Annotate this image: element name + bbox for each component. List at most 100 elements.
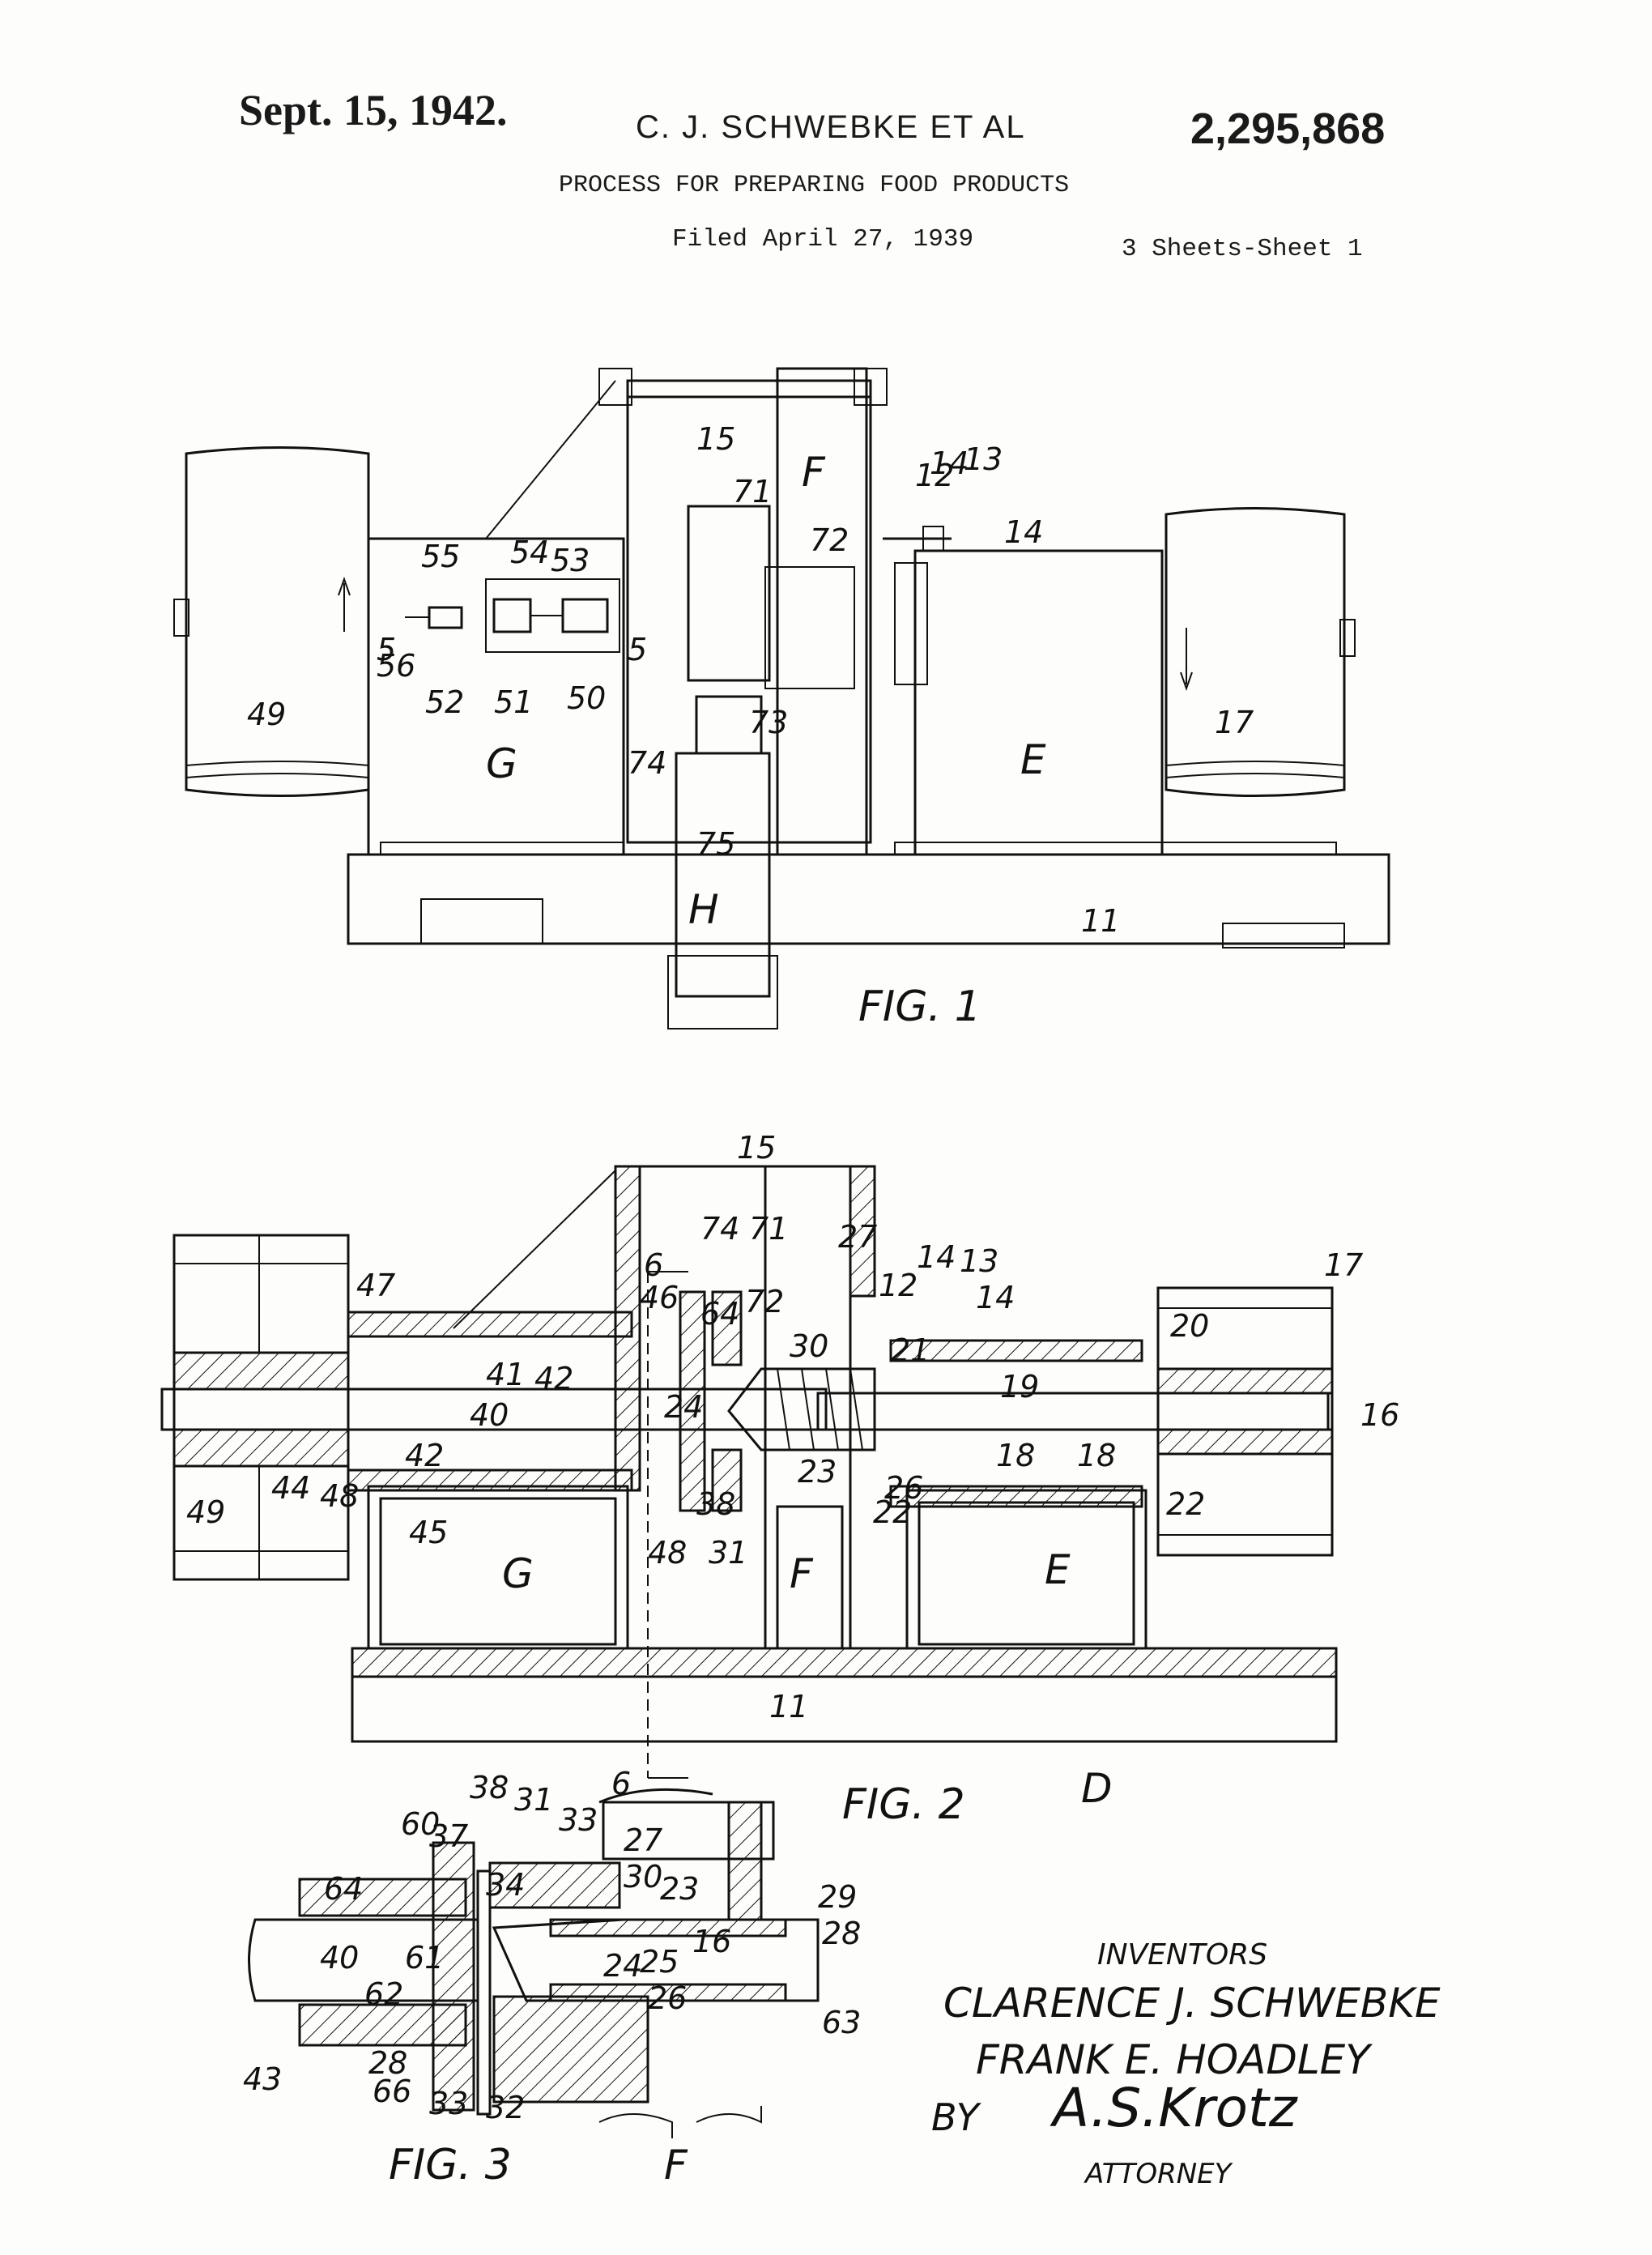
part-label: 31: [709, 1535, 747, 1571]
part-label: F: [664, 2142, 688, 2189]
part-label: 43: [243, 2061, 282, 2097]
part-label: 48: [648, 1535, 687, 1571]
part-label: 45: [409, 1515, 448, 1550]
part-label: 18: [996, 1438, 1035, 1473]
part-label: 26: [884, 1470, 923, 1506]
part-label: E: [1045, 1546, 1071, 1593]
part-label: 38: [696, 1486, 735, 1522]
part-label: D: [1081, 1765, 1113, 1812]
part-label: 25: [640, 1944, 679, 1980]
patent-title: PROCESS FOR PREPARING FOOD PRODUCTS: [559, 172, 1070, 199]
part-label: 42: [534, 1361, 573, 1396]
part-label: 19: [1000, 1369, 1039, 1405]
part-label: 18: [1077, 1438, 1116, 1473]
part-label: 75: [696, 826, 735, 862]
part-label: 24: [664, 1389, 703, 1425]
part-label: 16: [692, 1924, 731, 1959]
part-label: 71: [749, 1211, 788, 1247]
filed-date: Filed April 27, 1939: [672, 225, 974, 254]
part-label: 11: [1081, 903, 1120, 939]
part-label: E: [1020, 736, 1046, 783]
part-label: 41: [486, 1357, 525, 1392]
inventor-line: C. J. SCHWEBKE ET AL: [636, 109, 1026, 145]
by-label: BY: [931, 2095, 982, 2139]
part-label: 54: [510, 535, 549, 570]
part-label: 72: [810, 522, 849, 558]
part-label: 40: [470, 1397, 509, 1433]
part-label: 16: [1360, 1397, 1399, 1433]
part-label: 48: [320, 1478, 359, 1514]
inventors-heading: INVENTORS: [1097, 1938, 1267, 1972]
part-label: 30: [624, 1859, 662, 1895]
figure-3: [248, 1788, 820, 2138]
part-label: 50: [567, 680, 606, 716]
part-label: 17: [1215, 705, 1254, 740]
part-label: 51: [494, 684, 533, 720]
part-label: 46: [640, 1280, 679, 1315]
sheet-count: 3 Sheets-Sheet 1: [1122, 235, 1363, 263]
part-label: 27: [838, 1219, 877, 1255]
attorney-label: ATTORNEY: [1084, 2158, 1233, 2190]
part-label: 12: [879, 1268, 918, 1303]
part-label: 71: [733, 474, 772, 509]
part-label: 31: [514, 1782, 553, 1818]
inventor-1-name: CLARENCE J. SCHWEBKE: [943, 1980, 1441, 2027]
part-label: 73: [749, 705, 788, 740]
part-label: 38: [470, 1770, 509, 1805]
inventor-2-name: FRANK E. HOADLEY: [976, 2036, 1373, 2083]
part-label: 66: [373, 2074, 411, 2109]
part-label: 44: [271, 1470, 310, 1506]
part-label: 14: [976, 1280, 1015, 1315]
part-label: 37: [429, 1818, 468, 1854]
part-label: 28: [368, 2045, 407, 2081]
patent-date: Sept. 15, 1942.: [239, 86, 508, 134]
part-label: 23: [798, 1454, 837, 1490]
part-label: 52: [425, 684, 464, 720]
part-label: 15: [696, 421, 735, 457]
patent-number: 2,295,868: [1190, 104, 1386, 153]
figure-2: [160, 1165, 1338, 1779]
part-label: 30: [790, 1328, 828, 1364]
part-label: G: [486, 740, 517, 787]
part-label: 14: [930, 445, 969, 481]
part-label: 49: [247, 697, 286, 732]
part-label: 33: [429, 2086, 468, 2121]
part-label: 13: [960, 1243, 998, 1279]
part-label: 13: [964, 441, 1003, 477]
part-label: 24: [603, 1948, 642, 1984]
part-label: 11: [769, 1689, 808, 1724]
part-label: 32: [486, 2090, 525, 2125]
fig1-caption: FIG. 1: [858, 983, 981, 1031]
part-label: 47: [356, 1268, 395, 1303]
part-label: 33: [559, 1802, 598, 1838]
part-label: H: [688, 886, 719, 933]
part-label: 5: [628, 632, 647, 667]
part-label: 64: [700, 1296, 739, 1332]
figure-1: [173, 367, 1390, 1029]
attorney-signature: A.S.Krotz: [1050, 2077, 1298, 2139]
part-label: F: [802, 449, 826, 496]
part-label: 14: [1004, 514, 1043, 550]
part-label: 5: [377, 632, 396, 667]
part-label: G: [502, 1550, 534, 1597]
part-label: F: [790, 1550, 814, 1597]
part-label: 60: [401, 1806, 440, 1842]
part-label: 74: [700, 1211, 739, 1247]
part-label: 61: [405, 1940, 444, 1976]
part-label: 26: [648, 1980, 687, 2016]
part-label: 74: [628, 745, 666, 781]
part-label: 53: [551, 543, 590, 578]
part-label: 6: [644, 1247, 663, 1283]
part-label: 49: [186, 1494, 225, 1530]
part-label: 22: [873, 1494, 912, 1530]
fig3-caption: FIG. 3: [389, 2141, 512, 2189]
part-label: 15: [737, 1130, 776, 1166]
part-label: 22: [1166, 1486, 1205, 1522]
part-label: 34: [486, 1867, 525, 1903]
part-label: 6: [611, 1766, 631, 1801]
part-label: 27: [624, 1822, 662, 1858]
part-label: 62: [364, 1976, 403, 2012]
part-label: 17: [1324, 1247, 1363, 1283]
